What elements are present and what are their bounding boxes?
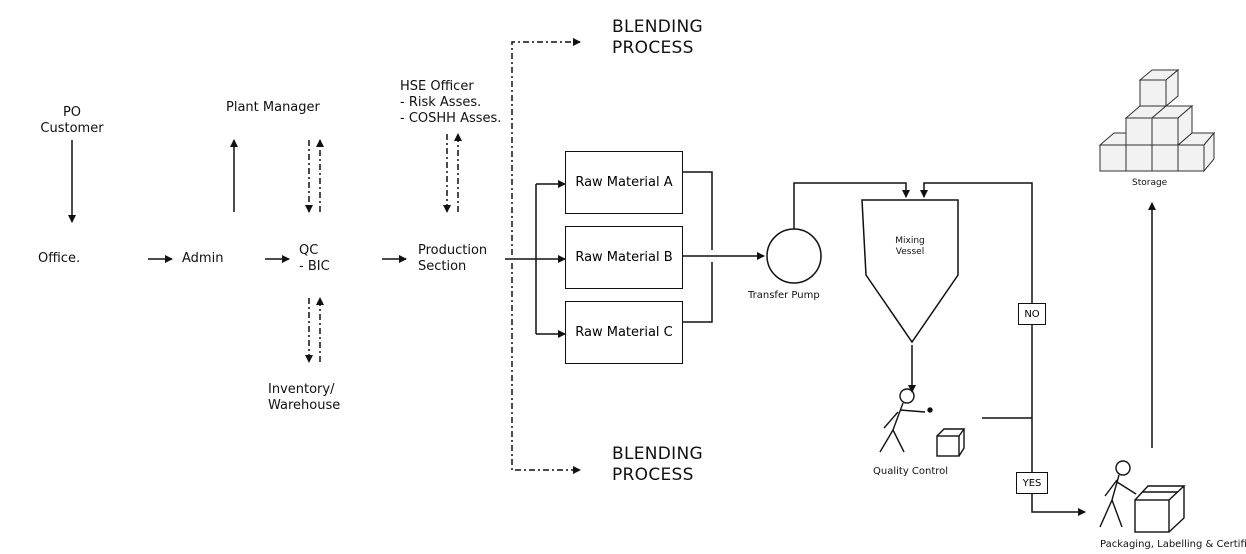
admin-label: Admin — [182, 251, 223, 267]
transfer-pump-icon — [767, 229, 821, 283]
raw-material-b-box: Raw Material B — [565, 226, 683, 289]
raw-material-c-box: Raw Material C — [565, 301, 683, 364]
qc-label: QC- BIC — [299, 243, 330, 275]
arrow-yes-to-packaging — [1032, 418, 1085, 512]
no-decision-tag: NO — [1018, 303, 1046, 325]
yes-decision-tag: YES — [1016, 472, 1048, 494]
transfer-pump-label: Transfer Pump — [748, 290, 820, 302]
line-raw-c-out — [683, 262, 712, 322]
hse-officer-label: HSE Officer- Risk Asses.- COSHH Asses. — [400, 79, 501, 127]
plant-manager-label: Plant Manager — [226, 100, 320, 116]
quality-control-figure-icon — [880, 389, 964, 456]
packaging-label: Packaging, Labelling & Certificate — [1100, 539, 1246, 551]
raw-material-a-box: Raw Material A — [565, 151, 683, 214]
storage-label: Storage — [1132, 178, 1167, 189]
packaging-figure-icon — [1100, 461, 1184, 532]
inventory-warehouse-label: Inventory/Warehouse — [268, 382, 340, 414]
line-raw-a-out — [683, 172, 712, 250]
arrow-production-to-blending-bottom — [512, 263, 580, 470]
office-label: Office. — [38, 251, 80, 267]
arrow-production-to-blending-top — [512, 42, 580, 255]
quality-control-label: Quality Control — [873, 466, 948, 478]
storage-boxes-icon — [1100, 70, 1214, 171]
mixing-vessel-icon — [862, 200, 958, 342]
